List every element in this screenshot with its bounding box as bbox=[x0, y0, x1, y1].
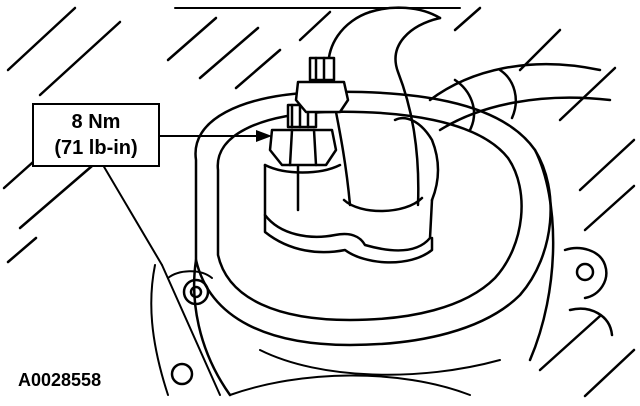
lower-contours bbox=[229, 349, 501, 396]
rear-bolt bbox=[294, 56, 350, 114]
retaining-bracket bbox=[263, 116, 440, 264]
torque-leader-arrow bbox=[159, 130, 272, 142]
surface-hatching bbox=[2, 6, 636, 398]
mounting-flange bbox=[192, 90, 555, 397]
front-bolt bbox=[263, 103, 342, 174]
torque-value-metric: 8 Nm bbox=[71, 111, 121, 133]
torque-value-imperial: (71 lb-in) bbox=[54, 137, 138, 159]
fitting-tube bbox=[327, 6, 442, 213]
torque-callout: 8 Nm (71 lb-in) bbox=[32, 103, 160, 167]
right-side-fitting bbox=[563, 246, 614, 337]
small-bolt-lower-left bbox=[182, 278, 210, 306]
small-bolt-bottom bbox=[170, 362, 194, 386]
figure-id: A0028558 bbox=[18, 370, 102, 390]
upper-hose bbox=[428, 62, 612, 132]
